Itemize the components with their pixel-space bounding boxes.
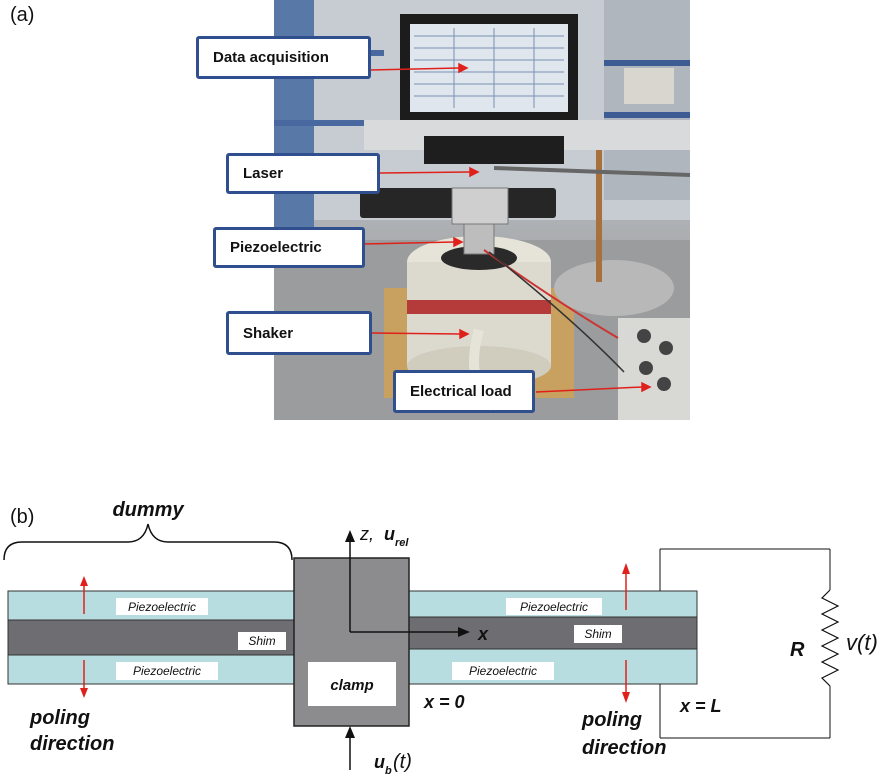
clamp-block (293, 557, 410, 727)
callout-shaker: Shaker (226, 311, 372, 355)
piezo-layer-top-left (7, 590, 295, 621)
dummy-brace (3, 523, 293, 561)
shim-layer-right (408, 616, 698, 650)
shim-label-left: Shim (248, 634, 275, 648)
x-axis-label: x (477, 624, 489, 644)
clamp-label-box (308, 662, 396, 706)
x-L-label: x = L (679, 696, 722, 716)
piezo-label-bottom-left: Piezoelectric (133, 664, 201, 678)
resistor-label: R (790, 639, 805, 661)
shim-layer-left (7, 619, 295, 656)
base-sub: b (385, 765, 392, 777)
x-zero-label: x = 0 (423, 692, 465, 712)
panel-a-label: (a) (10, 4, 35, 26)
panel-b-label: (b) (10, 506, 35, 528)
callout-laser: Laser (226, 153, 380, 194)
poling-left-line2: direction (30, 733, 114, 755)
poling-arrow-down-right (622, 692, 630, 703)
resistor-zigzag (820, 589, 840, 687)
piezo-layer-bottom-right (408, 648, 698, 685)
callout-piezoelectric: Piezoelectric (213, 227, 365, 268)
piezo-layer-bottom-left (7, 654, 295, 685)
piezo-label-top-right: Piezoelectric (520, 600, 588, 614)
poling-arrow-up-right (622, 563, 630, 574)
poling-left-line1: poling (29, 707, 90, 729)
piezo-layer-top-right (408, 590, 698, 618)
base-u: u (374, 752, 385, 772)
voltage-label: v(t) (846, 630, 878, 655)
poling-arrow-up-left (80, 576, 88, 586)
poling-right-line2: direction (582, 737, 666, 759)
piezo-label-top-left: Piezoelectric (128, 600, 196, 614)
clamp-label: clamp (330, 677, 373, 694)
x-axis-arrowhead (458, 627, 470, 637)
experimental-setup-photo (274, 0, 690, 420)
shim-label-right: Shim (584, 627, 611, 641)
poling-right-line1: poling (581, 709, 642, 731)
z-axis-arrowhead (345, 530, 355, 542)
callout-data-acquisition: Data acquisition (196, 36, 371, 79)
piezo-label-bottom-right: Piezoelectric (469, 664, 537, 678)
base-t: (t) (393, 751, 412, 773)
urel-sub: rel (395, 537, 409, 549)
z-axis-label: z, (359, 524, 374, 544)
callout-electrical-load: Electrical load (393, 370, 535, 413)
dummy-label: dummy (112, 499, 184, 521)
urel-u: u (384, 524, 395, 544)
poling-arrow-down-left (80, 688, 88, 698)
